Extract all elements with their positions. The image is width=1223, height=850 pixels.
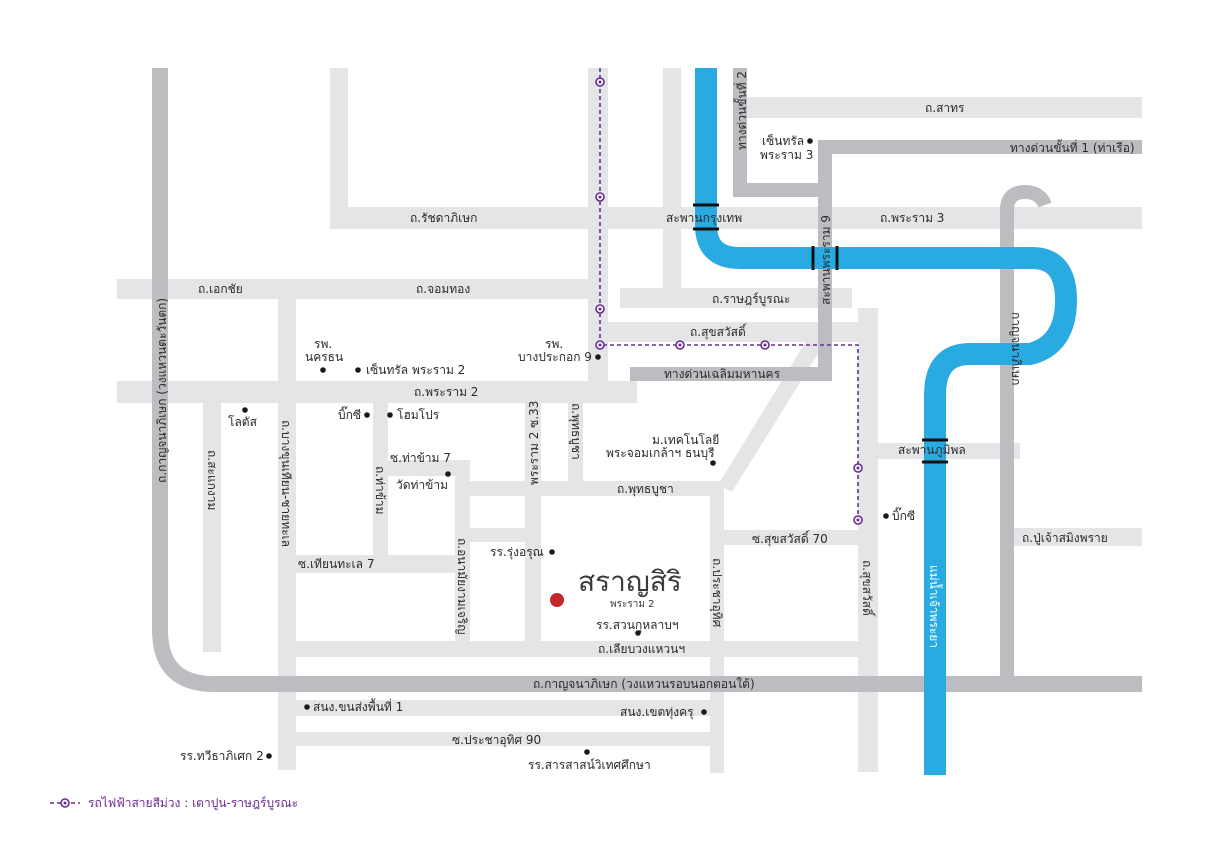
bridge-markers: [693, 203, 948, 464]
poi-suankularb: รร.สวนกุหลาบฯ: [596, 618, 679, 633]
project-name: สราญสิริ: [578, 565, 682, 598]
label-pracha-uthit90: ซ.ประชาอุทิศ 90: [452, 733, 541, 748]
label-phutthabucha: ถ.พุทธบูชา: [617, 482, 674, 497]
poi-bigc2: บิ๊กซี: [892, 507, 915, 523]
label-phutthabucha-v: ถ.พุทธบูชา: [568, 403, 583, 460]
label-expressway2: ทางด่วนขั้นที่ 2: [733, 71, 749, 150]
label-expressway1: ทางด่วนขั้นที่ 1 (ท่าเรือ): [1010, 139, 1135, 155]
label-ratchadaphisek: ถ.รัชดาภิเษก: [410, 211, 477, 225]
road-phu-chao: [1000, 528, 1142, 546]
label-ekkachai: ถ.เอกชัย: [198, 282, 243, 296]
poi-thawee: รร.ทวีธาภิเศก 2: [180, 749, 264, 763]
poi-land-transport: สนง.ขนส่งพื้นที่ 1: [313, 698, 403, 714]
project-marker-icon[interactable]: [550, 593, 564, 607]
label-bhumibol-bridge: สะพานภูมิพล: [898, 443, 966, 458]
label-bang-khun-thian: ถ.บางขุนเทียน-ชายทะเล: [278, 420, 293, 547]
poi-bigc1: บิ๊กซี: [338, 406, 361, 422]
road-vertical-665: [663, 68, 681, 298]
poi-markers: [242, 138, 889, 759]
road-network: [117, 68, 1142, 773]
road-south-horizontal: [296, 700, 710, 716]
expressway-stage2: [733, 68, 1142, 197]
poi-thung-khru: สนง.เขตทุ่งครุ: [620, 705, 694, 720]
road-liap-wong: [296, 641, 858, 657]
poi-wat-tha-kham: วัดท่าข้าม: [396, 478, 448, 492]
poi-rph-nakhon: รพ.นครธน: [305, 337, 343, 364]
label-rama3: ถ.พระราม 3: [880, 211, 944, 225]
project-subtitle: พระราม 2: [610, 599, 654, 610]
road-ekkachai-chomthong: [117, 279, 607, 299]
label-tha-kham7: ซ.ท่าข้าม 7: [390, 451, 451, 465]
label-liap-wong: ถ.เลียบวงแหวนฯ: [598, 642, 685, 656]
label-chomthong: ถ.จอมทอง: [416, 282, 470, 296]
road-anamai: [455, 460, 470, 650]
poi-labels: เซ็นทรัลพระราม 3 รพ.นครธน เซ็นทรัล พระรา…: [180, 133, 915, 772]
road-rama2: [117, 381, 637, 403]
road-pracha-uthit: [710, 481, 724, 773]
label-krungthep-bridge: สะพานกรุงเทพ: [666, 211, 742, 226]
road-pracha-uthit90: [296, 732, 710, 746]
road-vertical-600: [588, 68, 608, 384]
label-rama2-33: พระราม 2 ซ.33: [527, 401, 541, 485]
poi-central-rama3: เซ็นทรัลพระราม 3: [760, 133, 813, 162]
purple-line: [595, 68, 863, 525]
label-sathorn: ถ.สาทร: [925, 101, 965, 115]
label-ratburana: ถ.ราษฎร์บูรณะ: [712, 292, 790, 307]
legend-text: รถไฟฟ้าสายสีม่วง : เตาปูน-ราษฎร์บูรณะ: [88, 796, 298, 811]
road-diagonal: [718, 338, 824, 492]
label-rama2: ถ.พระราม 2: [414, 385, 478, 399]
road-rama2-33: [525, 402, 541, 642]
road-phutthabucha-v: [568, 402, 583, 482]
label-river: แม่น้ำเจ้าพระยา: [927, 565, 943, 648]
label-suksawat: ถ.สุขสวัสดิ์: [690, 323, 747, 340]
road-ratchadaphisek: [330, 207, 1142, 229]
poi-rungaroon: รร.รุ่งอรุณ: [490, 545, 544, 560]
river-chao-phraya: [695, 68, 1078, 775]
road-suksawat-v: [858, 308, 878, 772]
label-anamai: ถ.อนามัยงามเจริญ: [455, 538, 469, 634]
road-branch-470-530: [470, 528, 540, 542]
road-tha-kham7: [388, 460, 458, 476]
road-kanchanaphisek-ring: [152, 68, 1142, 692]
project-location[interactable]: สราญสิริ พระราม 2: [550, 565, 682, 610]
label-kanchanaphisek-bridge: กาญจนาภิเษก: [1009, 312, 1023, 385]
road-tha-kham: [373, 402, 388, 572]
road-labels: ถ.สาทร ทางด่วนขั้นที่ 1 (ท่าเรือ) ทางด่ว…: [155, 71, 1135, 748]
road-suksawat70: [724, 530, 860, 545]
label-suksawat-v: ถ.สุขสวัสดิ์: [859, 560, 876, 617]
label-chaloem: ทางด่วนเฉลิมมหานคร: [664, 367, 781, 381]
label-kanchanaphisek-w: ถ.กาญจนาภิเษก (วงแหวนตะวันตก): [155, 298, 169, 483]
road-ratchada-west-vertical: [330, 68, 348, 228]
road-samae-dam: [203, 402, 221, 652]
poi-satit: รร.สารสาสน์วิเทศศึกษา: [528, 758, 651, 772]
legend: รถไฟฟ้าสายสีม่วง : เตาปูน-ราษฎร์บูรณะ: [50, 796, 298, 811]
label-suksawat70: ซ.สุขสวัสดิ์ 70: [752, 530, 828, 547]
label-kanchanaphisek-s: ถ.กาญจนาภิเษก (วงแหวนรอบนอกตอนใต้): [533, 677, 755, 691]
label-phu-chao: ถ.ปู่เจ้าสมิงพราย: [1022, 531, 1108, 546]
label-samae-dam: ถ.สะแกงาม: [205, 450, 219, 510]
poi-homepro: โฮมโปร: [397, 408, 440, 422]
poi-kmutt: ม.เทคโนโลยีพระจอมเกล้าฯ ธนบุรี: [606, 433, 719, 461]
poi-lotus: โลตัส: [228, 415, 258, 429]
poi-central-rama2: เซ็นทรัล พระราม 2: [366, 362, 465, 377]
label-thian-thale7: ซ.เทียนทะเล 7: [298, 557, 374, 571]
road-phutthabucha: [470, 481, 718, 496]
road-sathorn: [745, 97, 1142, 118]
label-tha-kham: ถ.ท่าข้าม: [373, 466, 387, 515]
label-pracha-uthit: ถ.ประชาอุทิศ: [709, 558, 724, 628]
poi-rph-bangprakok: รพ.บางประกอก 9: [518, 337, 592, 364]
expressway-kanchanaphisek-bridge: [1000, 184, 1052, 684]
label-rama9-bridge: สะพานพระราม 9: [819, 215, 833, 305]
road-bang-khun-thian: [278, 298, 296, 770]
road-suksawat: [600, 322, 858, 342]
